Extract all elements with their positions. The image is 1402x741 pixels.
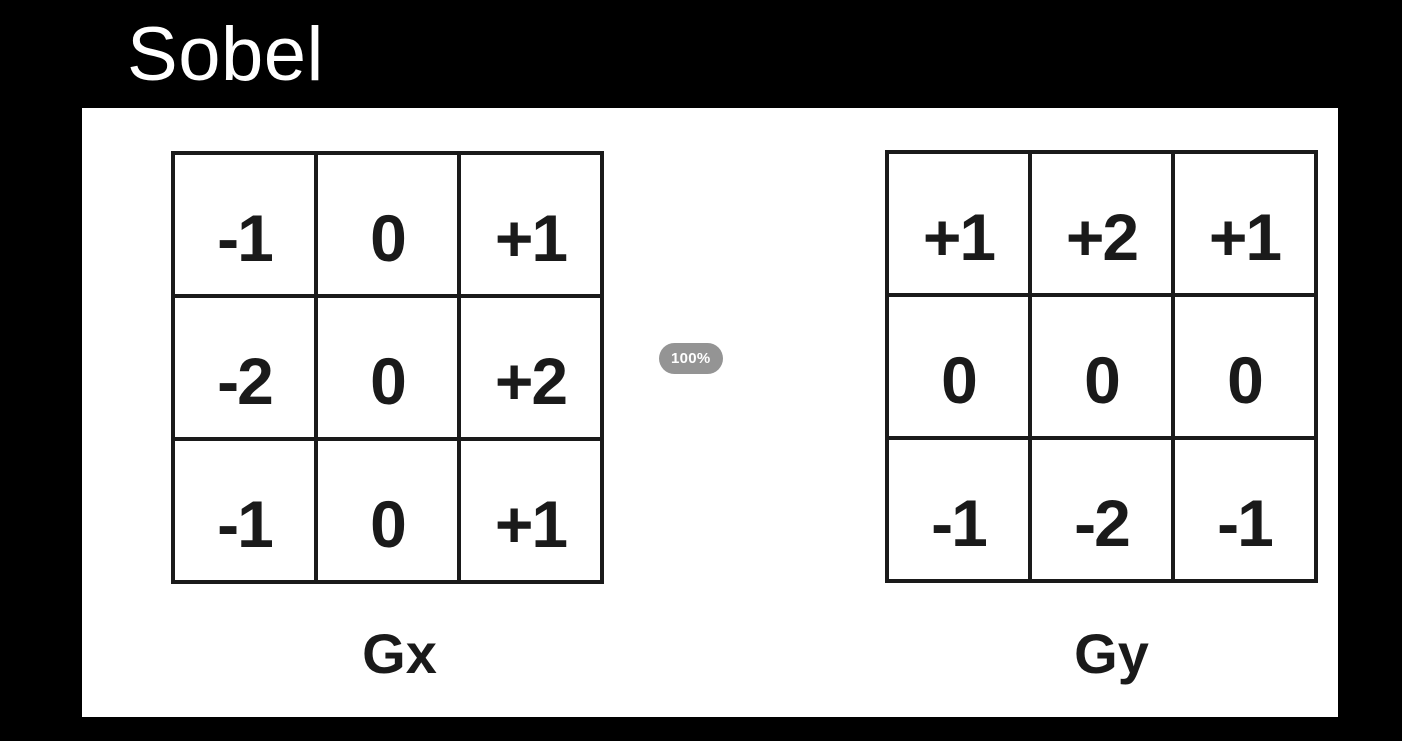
- matrix-cell: -1: [175, 441, 314, 580]
- matrix-cell: 0: [318, 155, 457, 294]
- gx-kernel-matrix: -1 0 +1 -2 0 +2 -1 0 +1: [171, 151, 604, 584]
- gy-kernel-matrix: +1 +2 +1 0 0 0 -1 -2 -1: [885, 150, 1318, 583]
- gx-kernel-label: Gx: [362, 622, 437, 685]
- matrix-cell: +1: [1175, 154, 1314, 293]
- matrix-cell: -1: [1175, 440, 1314, 579]
- matrix-cell: 0: [1032, 297, 1171, 436]
- matrix-cell: -2: [175, 298, 314, 437]
- matrix-cell: 0: [318, 298, 457, 437]
- zoom-level-badge: 100%: [659, 343, 723, 374]
- slide-content-panel: -1 0 +1 -2 0 +2 -1 0 +1 Gx +1 +2 +1 0 0 …: [82, 108, 1338, 717]
- matrix-cell: -1: [889, 440, 1028, 579]
- matrix-cell: +2: [1032, 154, 1171, 293]
- matrix-cell: 0: [889, 297, 1028, 436]
- matrix-cell: 0: [1175, 297, 1314, 436]
- matrix-cell: +1: [461, 441, 600, 580]
- matrix-cell: +2: [461, 298, 600, 437]
- matrix-cell: +1: [889, 154, 1028, 293]
- matrix-cell: +1: [461, 155, 600, 294]
- matrix-cell: -1: [175, 155, 314, 294]
- slide-title: Sobel: [127, 11, 324, 97]
- matrix-cell: 0: [318, 441, 457, 580]
- matrix-cell: -2: [1032, 440, 1171, 579]
- gy-kernel-label: Gy: [1074, 622, 1149, 685]
